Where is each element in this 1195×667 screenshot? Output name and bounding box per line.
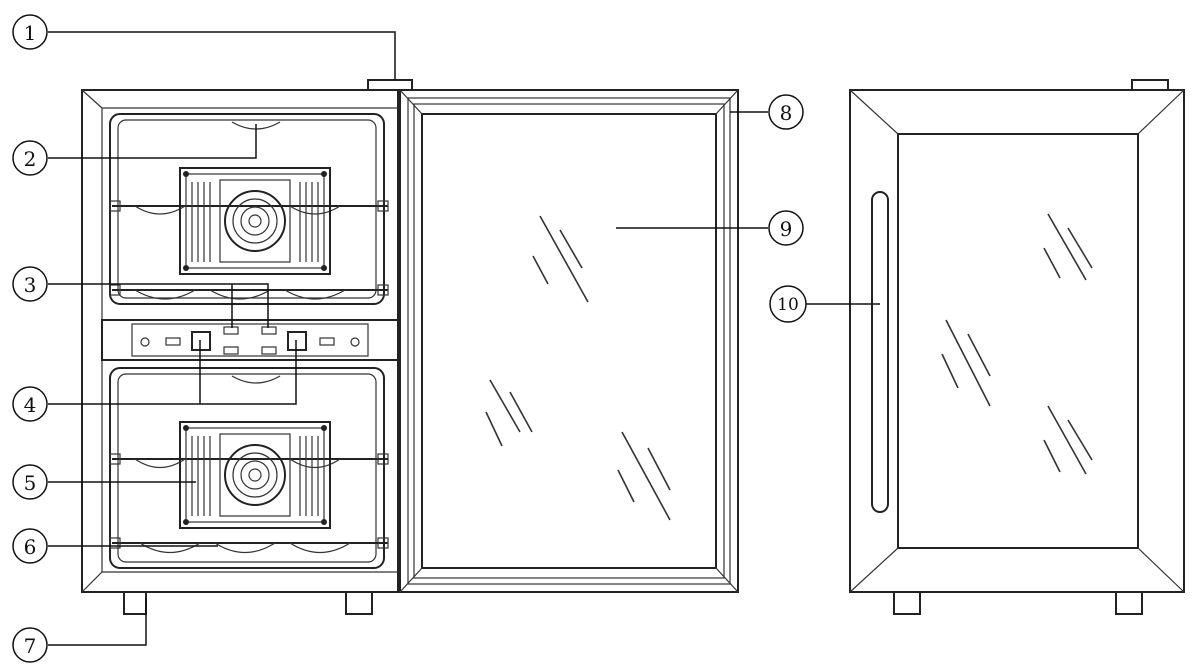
cabinet-closed-view <box>849 79 1185 615</box>
callout-label: 3 <box>24 273 37 297</box>
closed-door-frame <box>849 89 1185 593</box>
callout-10: 10 <box>769 285 807 323</box>
upper-fan <box>179 167 331 275</box>
top-hinge <box>367 79 413 91</box>
control-panel <box>101 319 399 361</box>
cabinet-open-view <box>81 79 413 615</box>
callout-7: 7 <box>12 627 48 663</box>
closed-door-glass <box>897 133 1139 549</box>
callout-1: 1 <box>12 14 48 50</box>
callout-3: 3 <box>12 266 48 302</box>
lower-chamber <box>109 367 385 569</box>
callout-label: 1 <box>24 21 37 45</box>
foot-right-2 <box>1115 591 1143 615</box>
callout-label: 9 <box>780 217 793 241</box>
callout-label: 5 <box>24 471 37 495</box>
glass-reflection-right <box>941 213 1093 475</box>
foot-left <box>123 591 147 615</box>
foot-right <box>345 591 373 615</box>
leader-lines <box>48 31 880 646</box>
callout-label: 8 <box>780 101 793 125</box>
glass-door-open <box>399 89 739 593</box>
callout-2: 2 <box>12 140 48 176</box>
callout-label: 4 <box>24 393 37 417</box>
callout-label: 2 <box>24 147 37 171</box>
callout-label: 7 <box>24 634 37 658</box>
callout-8: 8 <box>768 94 804 130</box>
top-hinge-right <box>1131 79 1169 91</box>
lower-fan <box>179 421 331 529</box>
glass-reflection <box>485 215 671 521</box>
callout-5: 5 <box>12 464 48 500</box>
callout-markers: 1 2 3 4 5 6 7 8 9 10 <box>12 14 807 663</box>
callout-9: 9 <box>768 210 804 246</box>
door-handle <box>871 191 889 513</box>
foot-right-1 <box>893 591 921 615</box>
callout-6: 6 <box>12 528 48 564</box>
callout-label: 6 <box>24 535 37 559</box>
callout-label: 10 <box>777 295 799 315</box>
callout-4: 4 <box>12 386 48 422</box>
